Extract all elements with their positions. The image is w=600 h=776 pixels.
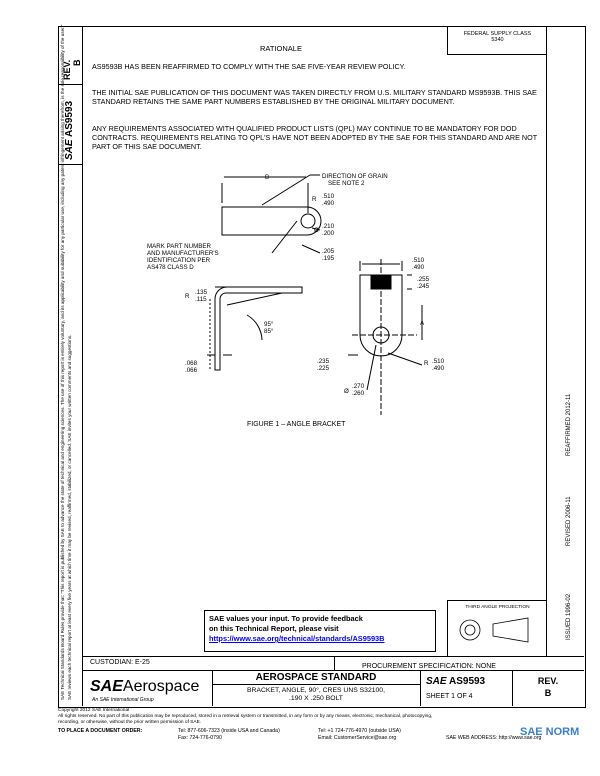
left-column <box>58 26 83 706</box>
side-notice-2: SAE reviews each technical report at lea… <box>67 334 72 700</box>
tb-hline <box>212 684 420 685</box>
side-view-outline <box>214 286 303 371</box>
see-note: SEE NOTE 2 <box>328 180 365 187</box>
tb-rev-value: B <box>544 688 552 698</box>
email[interactable]: Email: CustomerService@sae.org <box>318 735 397 741</box>
tb-div2 <box>420 670 422 706</box>
custodian: CUSTODIAN: E-25 <box>90 659 150 666</box>
front-view-outline <box>359 274 403 357</box>
mark-line4: AS478 CLASS D <box>147 264 194 271</box>
d245: .245 <box>417 283 430 290</box>
feedback-line1: SAE values your input. To provide feedba… <box>209 614 363 623</box>
direction-grain: DIRECTION OF GRAIN <box>322 173 388 180</box>
side-doc-number: SAE AS9593 <box>64 100 75 160</box>
dia-a: Ø <box>314 227 319 234</box>
figure-caption: FIGURE 1 – ANGLE BRACKET <box>247 421 346 428</box>
d235: .235 <box>317 358 330 365</box>
rationale-p2: THE INITIAL SAE PUBLICATION OF THIS DOCU… <box>92 88 537 106</box>
r-c: R <box>424 360 429 367</box>
r490-c: .490 <box>432 365 445 372</box>
r135: .135 <box>195 289 208 296</box>
tel-outside: Tel: +1 724-776-4970 (outside USA) <box>318 728 401 734</box>
tb-div3 <box>512 670 514 706</box>
issued-date: ISSUED 1996-02 <box>566 593 572 640</box>
d255: .255 <box>417 276 430 283</box>
top-view-outline <box>221 206 322 236</box>
fsc-value: 5340 <box>491 37 504 43</box>
feedback-link[interactable]: https://www.sae.org/technical/standards/… <box>209 634 385 643</box>
fsc-label: FEDERAL SUPPLY CLASS <box>463 31 532 37</box>
feedback-line2: on this Technical Report, please visit <box>209 624 339 633</box>
d068: .068 <box>185 360 198 367</box>
d066: .066 <box>185 367 198 374</box>
title-block <box>82 670 584 707</box>
sheet-number: SHEET 1 OF 4 <box>426 693 473 700</box>
title-desc1: BRACKET, ANGLE, 90°, CRES UNS S32100, <box>247 687 385 694</box>
r490-a: .490 <box>322 200 335 207</box>
angle-bracket-drawing: B DIRECTION OF GRAIN SEE NOTE 2 R .510 .… <box>147 173 445 428</box>
title-desc2: .190 X .250 BOLT <box>289 695 343 702</box>
reaffirmed-date: REAFFIRMED 2012-11 <box>566 393 572 456</box>
d225: .225 <box>317 365 330 372</box>
rationale-p1: AS9593B HAS BEEN REAFFIRMED TO COMPLY WI… <box>92 62 406 71</box>
tb-div1 <box>212 670 214 706</box>
dim-a: A <box>420 320 425 327</box>
docnum-box <box>58 84 82 165</box>
d260: .260 <box>352 390 365 397</box>
mark-line3: IDENTIFICATION PER <box>147 257 211 264</box>
rights-line1: All rights reserved. No part of this pub… <box>58 714 433 719</box>
d195: .195 <box>322 255 335 262</box>
d200: .200 <box>322 230 335 237</box>
rev-box <box>58 26 82 85</box>
ang95: 95° <box>264 321 274 328</box>
footer: Copyright 2012 SAE International All rig… <box>58 708 578 726</box>
dia-b: Ø <box>344 388 349 395</box>
watermark: SAE NORM <box>520 726 580 738</box>
feedback-box: SAE values your input. To provide feedba… <box>204 610 436 652</box>
side-notice-1: SAE Technical Standards Board Rules prov… <box>60 24 65 700</box>
web-address[interactable]: SAE WEB ADDRESS: http://www.sae.org <box>446 735 542 741</box>
copyright: Copyright 2012 SAE International <box>58 708 130 713</box>
d205: .205 <box>322 248 335 255</box>
revised-date: REVISED 2006-11 <box>566 496 572 546</box>
rationale-title: RATIONALE <box>260 44 302 53</box>
projection-label: THIRD ANGLE PROJECTION <box>465 605 530 610</box>
mark-line2: AND MANUFACTURER'S <box>147 250 219 257</box>
d490-b: .490 <box>412 264 425 271</box>
dim-b: B <box>265 174 269 181</box>
tb-rev-label: REV. <box>537 676 559 686</box>
r115: .115 <box>195 296 207 303</box>
tel-inside: Tel: 877-606-7323 (inside USA and Canada… <box>178 728 280 734</box>
ang85: 85° <box>264 328 274 335</box>
d210: .210 <box>322 223 335 230</box>
custodian-divider <box>334 656 336 670</box>
tb-doc-number: SAE AS9593 <box>426 676 486 687</box>
r510-c: .510 <box>432 358 445 365</box>
rationale-p3: ANY REQUIREMENTS ASSOCIATED WITH QUALIFI… <box>92 124 537 151</box>
rev-value: B <box>72 59 82 67</box>
d270: .270 <box>352 383 365 390</box>
projection-box: THIRD ANGLE PROJECTION <box>447 600 547 657</box>
order-label: TO PLACE A DOCUMENT ORDER: <box>58 728 143 734</box>
mark-line1: MARK PART NUMBER <box>147 243 211 250</box>
aerospace-standard: AEROSPACE STANDARD <box>255 672 377 683</box>
sae-aerospace-logo: SAEAerospace <box>90 678 200 695</box>
custodian-row <box>82 656 584 671</box>
projection-symbol <box>459 617 529 643</box>
logo-subtitle: An SAE International Group <box>92 697 154 703</box>
d510-b: .510 <box>412 257 425 264</box>
r-a: R <box>312 196 317 203</box>
r-b: R <box>185 293 190 300</box>
procurement-spec: PROCUREMENT SPECIFICATION: NONE <box>362 663 496 670</box>
fax: Fax: 724-776-0790 <box>178 735 222 741</box>
sheet-frame <box>58 26 586 708</box>
federal-supply-class: FEDERAL SUPPLY CLASS 5340 <box>447 26 547 55</box>
rights-line2: recording, or otherwise, without the pri… <box>58 720 202 725</box>
r510-a: .510 <box>322 193 335 200</box>
title-desc: BRACKET, ANGLE, 90°, CRES UNS S32100, .1… <box>212 687 420 703</box>
right-column <box>546 26 585 656</box>
